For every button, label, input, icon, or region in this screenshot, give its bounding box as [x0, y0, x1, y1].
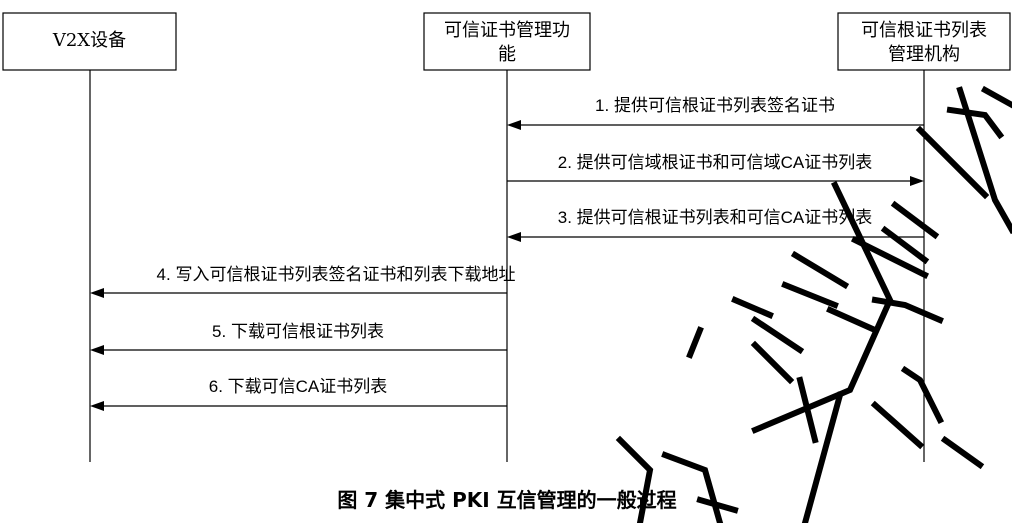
participant-trusted-cert-mgmt-label-line2: 能: [498, 44, 516, 65]
message-4-label: 4. 写入可信根证书列表签名证书和列表下载地址: [157, 265, 516, 284]
message-3-label: 3. 提供可信根证书列表和可信CA证书列表: [558, 208, 873, 227]
participant-root-cert-list-authority-label-line1: 可信根证书列表: [861, 20, 987, 41]
message-4: 4. 写入可信根证书列表签名证书和列表下载地址: [90, 265, 515, 298]
participant-v2x: V2X设备: [2, 12, 177, 71]
message-6: 6. 下载可信CA证书列表: [90, 377, 507, 411]
arrow-left-icon: [507, 232, 521, 242]
participant-trusted-cert-mgmt: 可信证书管理功 能: [423, 12, 591, 71]
arrow-left-icon: [507, 120, 521, 130]
message-1-label: 1. 提供可信根证书列表签名证书: [595, 96, 835, 115]
participant-trusted-cert-mgmt-label-line1: 可信证书管理功: [444, 20, 570, 41]
message-5: 5. 下载可信根证书列表: [90, 322, 507, 355]
arrow-left-icon: [90, 401, 104, 411]
participant-root-cert-list-authority-label-line2: 管理机构: [888, 44, 960, 65]
participant-root-cert-list-authority: 可信根证书列表 管理机构: [837, 12, 1011, 71]
message-6-label: 6. 下载可信CA证书列表: [209, 377, 388, 396]
message-1: 1. 提供可信根证书列表签名证书: [507, 96, 924, 130]
message-5-label: 5. 下载可信根证书列表: [212, 322, 384, 341]
arrow-left-icon: [90, 345, 104, 355]
message-2: 2. 提供可信域根证书和可信域CA证书列表: [507, 153, 924, 186]
message-3: 3. 提供可信根证书列表和可信CA证书列表: [507, 208, 924, 242]
arrow-right-icon: [910, 176, 924, 186]
figure-caption: 图 7 集中式 PKI 互信管理的一般过程: [337, 488, 676, 512]
participant-v2x-label: V2X设备: [52, 30, 126, 51]
message-2-label: 2. 提供可信域根证书和可信域CA证书列表: [558, 153, 873, 172]
arrow-left-icon: [90, 288, 104, 298]
watermark-strokes: [615, 85, 1012, 523]
